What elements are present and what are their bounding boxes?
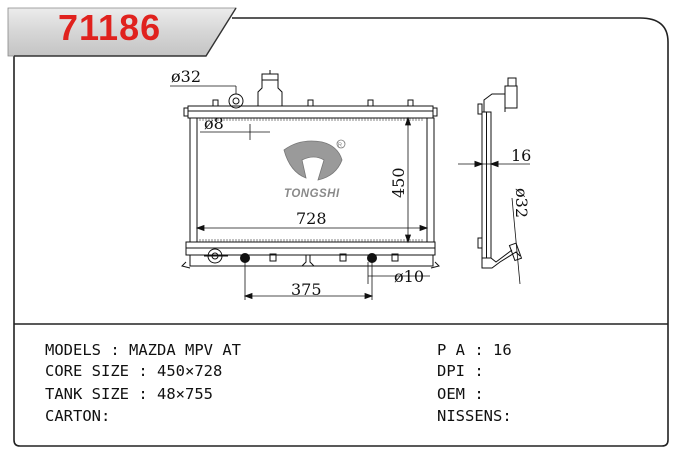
outer-border bbox=[13, 17, 669, 447]
spec-tank-size-label: TANK SIZE bbox=[45, 385, 129, 403]
dim-core-width: 728 bbox=[296, 209, 327, 228]
part-number: 71186 bbox=[58, 7, 162, 48]
dim-outlet-diameter: ø10 bbox=[394, 267, 424, 286]
dim-fitting-diameter: ø8 bbox=[204, 114, 224, 133]
spec-core-size-label: CORE SIZE bbox=[45, 362, 129, 380]
spec-pa-label: P A bbox=[437, 341, 465, 359]
title-banner-edge bbox=[14, 7, 237, 57]
spec-carton-label: CARTON: bbox=[45, 407, 111, 425]
spec-models-label: MODELS bbox=[45, 341, 101, 359]
dim-core-height: 450 bbox=[389, 167, 408, 198]
spec-dpi: DPI : bbox=[437, 362, 484, 380]
front-dimension-lines bbox=[170, 85, 430, 300]
spec-core-size-value: 450×728 bbox=[157, 362, 223, 380]
dim-side-diameter: ø32 bbox=[512, 188, 531, 218]
dim-thickness: 16 bbox=[511, 146, 531, 165]
spec-carton: CARTON: bbox=[45, 407, 110, 425]
spec-nissens: NISSENS: bbox=[437, 407, 512, 425]
spec-core-size: CORE SIZE : 450×728 bbox=[45, 362, 223, 380]
dim-bracket-span: 375 bbox=[291, 280, 322, 299]
spec-models-value: MAZDA MPV AT bbox=[129, 341, 241, 359]
spec-pa-value: 16 bbox=[493, 341, 512, 359]
dim-inlet-diameter: ø32 bbox=[171, 67, 201, 86]
spec-nissens-label: NISSENS: bbox=[437, 407, 512, 425]
spec-oem-label: OEM bbox=[437, 385, 465, 403]
spec-tank-size: TANK SIZE : 48×755 bbox=[45, 385, 213, 403]
tongshi-logo: R bbox=[283, 139, 346, 181]
core-fin-pattern bbox=[199, 118, 423, 242]
spec-models: MODELS : MAZDA MPV AT bbox=[45, 341, 241, 359]
radiator-side-view bbox=[458, 77, 530, 285]
spec-pa: P A : 16 bbox=[437, 341, 512, 359]
spec-oem: OEM : bbox=[437, 385, 484, 403]
brand-logo-text: TONGSHI bbox=[284, 188, 340, 200]
spec-dpi-label: DPI bbox=[437, 362, 465, 380]
svg-text:R: R bbox=[338, 143, 342, 149]
spec-tank-size-value: 48×755 bbox=[157, 385, 213, 403]
